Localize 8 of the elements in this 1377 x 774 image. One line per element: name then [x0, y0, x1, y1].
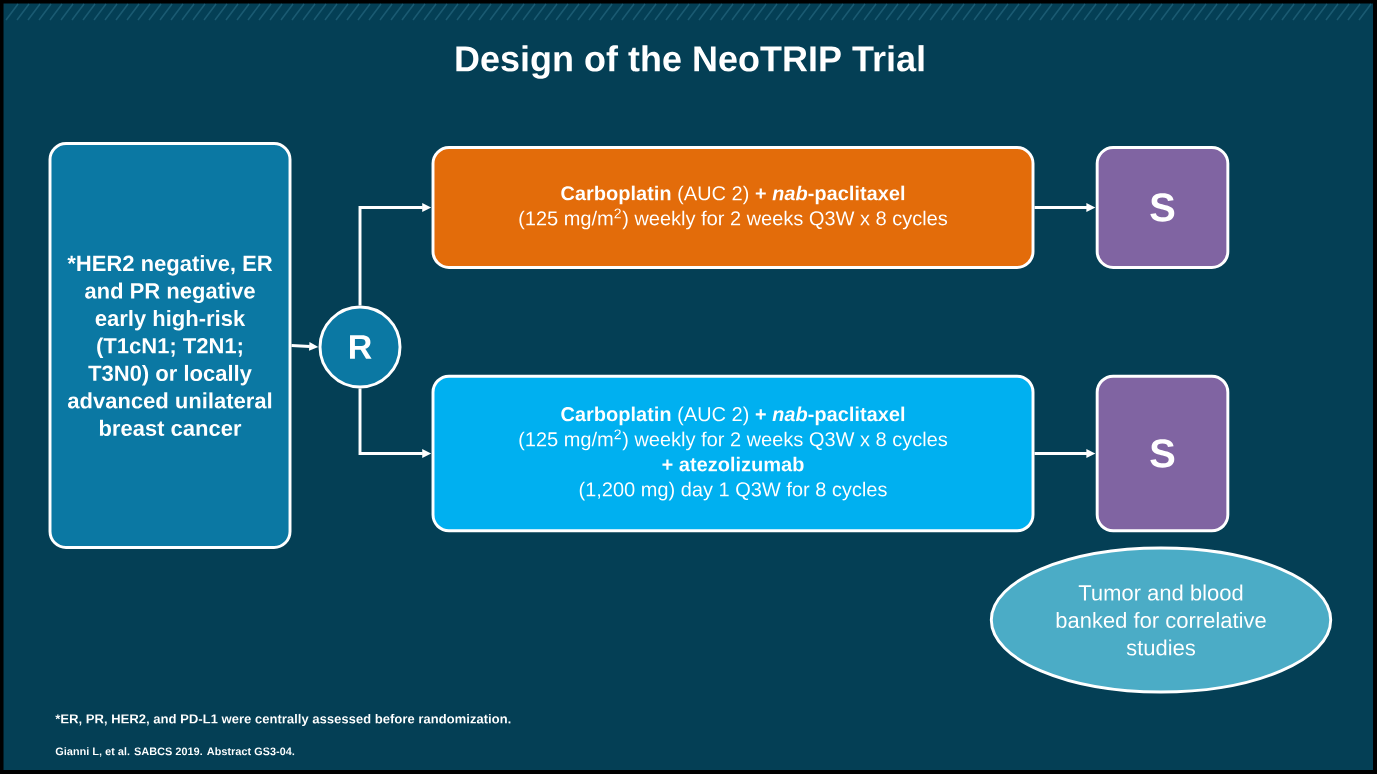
- treatment-arm-box: Carboplatin (AUC 2) + nab-paclitaxel (125 mg/m$^{2}$) weekly for 2 weeks Q3W x 8 cycles + atezolizumab (1,200 mg) day 1 Q3W for 8 cycles: [431, 374, 1035, 533]
- eligibility-box: *HER2 negative, ER and PR negative early high-risk (T1cN1; T2N1; T3N0) or locally advanced unilateral breast cancer: [48, 142, 292, 549]
- footnote: *ER, PR, HER2, and PD-L1 were centrally assessed before randomization.: [55, 713, 511, 727]
- slide-title: Design of the NeoTRIP Trial: [456, 45, 924, 79]
- citation: Gianni L, et al. SABCS 2019. Abstract GS3-04.: [55, 747, 295, 757]
- treatment-arm-box: Carboplatin (AUC 2) + nab-paclitaxel (125 mg/m$^{2}$) weekly for 2 weeks Q3W x 8 cycles: [431, 146, 1035, 269]
- surgery-box: S: [1095, 146, 1230, 269]
- surgery-box: S: [1095, 374, 1230, 533]
